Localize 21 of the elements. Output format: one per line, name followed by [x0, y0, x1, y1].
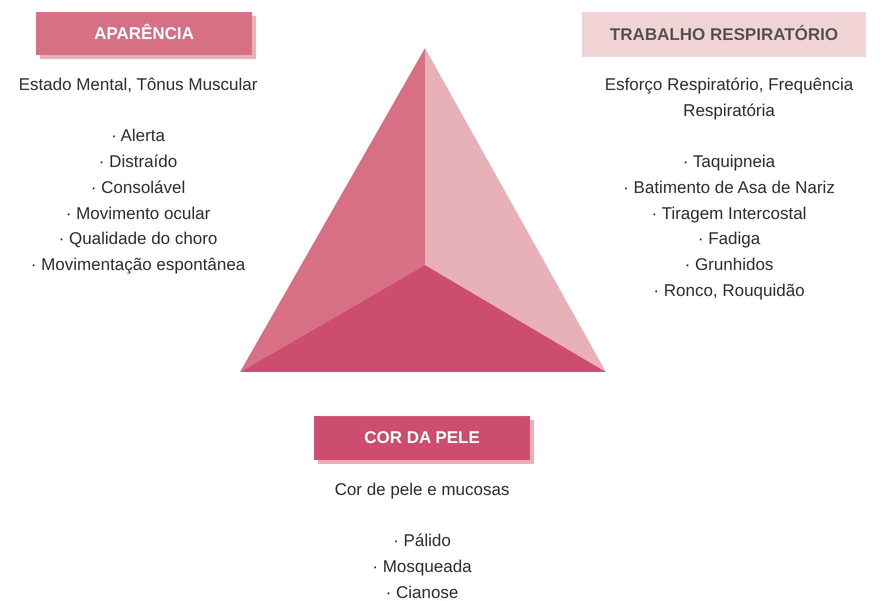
- list-item: · Mosqueada: [372, 556, 472, 578]
- list-item: · Alerta: [111, 125, 165, 148]
- list-item: · Qualidade do choro: [58, 228, 218, 250]
- list-item: · Fadiga: [698, 228, 760, 250]
- heading-box: COR DA PELE: [314, 416, 530, 460]
- list-item: · Pálido: [393, 530, 451, 552]
- description-text: Esforço Respiratório, Frequência Respiratória: [604, 74, 854, 122]
- list-item: · Distraído: [98, 151, 178, 174]
- list-item: · Grunhidos: [684, 254, 774, 276]
- list-item: · Batimento de Asa de Nariz: [623, 176, 835, 199]
- list-item: · Taquipneia: [682, 151, 776, 174]
- list-item: · Movimentação espontânea: [30, 254, 246, 276]
- heading-box: TRABALHO RESPIRATÓRIO: [582, 12, 866, 57]
- list-item: · Ronco, Rouquidão: [653, 280, 805, 302]
- list-item: · Consolável: [90, 176, 186, 199]
- description-text: Estado Mental, Tônus Muscular: [18, 74, 258, 96]
- list-item: · Movimento ocular: [66, 202, 210, 224]
- list-item: · Cianose: [386, 582, 458, 601]
- list-item: · Tiragem Intercostal: [652, 202, 806, 224]
- heading-box: APARÊNCIA: [36, 12, 252, 55]
- description-text: Cor de pele e mucosas: [334, 479, 510, 501]
